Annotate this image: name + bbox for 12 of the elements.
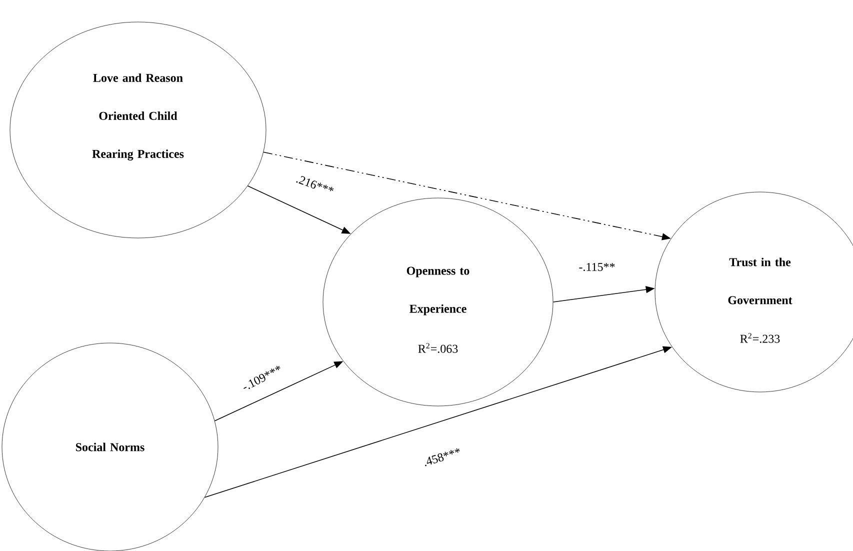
construct-ellipse bbox=[2, 342, 218, 551]
coefficient-label: .216*** bbox=[294, 173, 336, 197]
construct-ellipse bbox=[322, 198, 554, 406]
coefficient-label: .458*** bbox=[420, 446, 464, 468]
construct-name: Openness to Experience bbox=[406, 266, 470, 316]
construct-ellipse bbox=[10, 22, 266, 238]
construct-name: Love and Reason Oriented Child Rearing Practices bbox=[92, 74, 184, 160]
r-squared: R$^{2}$=.063 bbox=[418, 343, 458, 353]
construct-name: Social Norms bbox=[76, 442, 144, 452]
r-squared: R$^{2}$=.233 bbox=[740, 333, 780, 343]
construct-name: Trust in the Government bbox=[728, 258, 792, 304]
coefficient-label: -.115** bbox=[578, 262, 616, 272]
